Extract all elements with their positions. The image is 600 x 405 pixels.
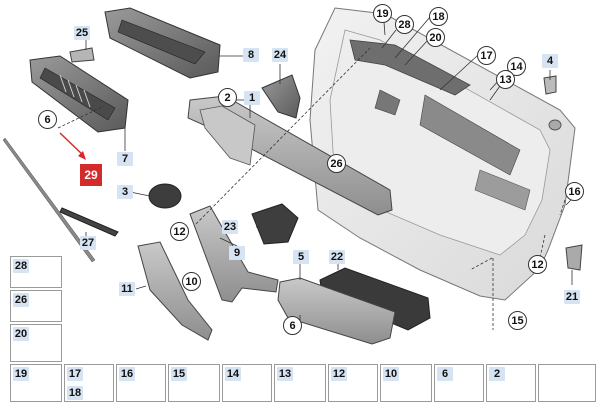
callout-6-top: 6 bbox=[38, 110, 57, 129]
legend-cell-16: 16 bbox=[116, 364, 166, 402]
switch-panel-top bbox=[104, 7, 221, 79]
callout-17: 17 bbox=[477, 46, 496, 65]
callout-28: 28 bbox=[395, 15, 414, 34]
clip-part bbox=[69, 47, 95, 63]
trim-strip bbox=[59, 207, 119, 237]
legend-cell-19: 19 bbox=[10, 364, 62, 402]
armrest-trim bbox=[187, 95, 393, 216]
callout-24: 24 bbox=[272, 48, 288, 62]
callout-23: 23 bbox=[222, 220, 238, 234]
callout-1: 1 bbox=[244, 91, 260, 105]
cover-cap bbox=[251, 203, 299, 245]
callout-26: 26 bbox=[327, 154, 346, 173]
callout-14: 14 bbox=[507, 57, 526, 76]
legend-cell-26: 26 bbox=[10, 290, 62, 322]
callout-19: 19 bbox=[373, 4, 392, 23]
callout-11: 11 bbox=[119, 282, 135, 296]
handle-trim bbox=[261, 74, 301, 119]
callout-8: 8 bbox=[243, 48, 259, 62]
handle-cover bbox=[137, 241, 213, 341]
legend-cell-20: 20 bbox=[10, 324, 62, 362]
door-pocket bbox=[277, 277, 396, 345]
callout-20: 20 bbox=[426, 28, 445, 47]
legend-cell-28: 28 bbox=[10, 256, 62, 288]
callout-22: 22 bbox=[329, 250, 345, 264]
callout-15: 15 bbox=[508, 311, 527, 330]
callout-27: 27 bbox=[80, 236, 96, 250]
callout-5: 5 bbox=[293, 250, 309, 264]
legend-cell-17-18: 17 18 bbox=[64, 364, 114, 402]
legend-cell-6: 6 bbox=[434, 364, 484, 402]
legend-cell-symbol bbox=[538, 364, 596, 402]
legend-cell-14: 14 bbox=[222, 364, 272, 402]
callout-10: 10 bbox=[182, 272, 201, 291]
switch-panel-left bbox=[29, 55, 129, 133]
callout-16: 16 bbox=[565, 182, 584, 201]
callout-18: 18 bbox=[429, 7, 448, 26]
highlight-arrow bbox=[59, 132, 86, 160]
bracket bbox=[565, 244, 583, 271]
legend-cell-13: 13 bbox=[274, 364, 326, 402]
callout-2: 2 bbox=[218, 88, 237, 107]
callout-9: 9 bbox=[229, 246, 245, 260]
leader-lines bbox=[57, 47, 566, 330]
callout-3: 3 bbox=[117, 185, 133, 199]
legend-cell-15: 15 bbox=[168, 364, 220, 402]
callout-29: 29 bbox=[80, 164, 102, 186]
callout-6-bottom: 6 bbox=[283, 316, 302, 335]
speaker-cover bbox=[148, 183, 182, 209]
legend-cell-2: 2 bbox=[486, 364, 536, 402]
callout-21: 21 bbox=[564, 290, 580, 304]
clip-small bbox=[543, 75, 557, 95]
callout-25: 25 bbox=[74, 26, 90, 40]
callout-12-right: 12 bbox=[528, 255, 547, 274]
legend-cell-12: 12 bbox=[328, 364, 378, 402]
callout-7: 7 bbox=[117, 152, 133, 166]
legend-cell-10: 10 bbox=[380, 364, 432, 402]
callout-4: 4 bbox=[542, 54, 558, 68]
trim-rod bbox=[2, 137, 96, 263]
callout-13: 13 bbox=[496, 70, 515, 89]
callout-12-left: 12 bbox=[170, 222, 189, 241]
